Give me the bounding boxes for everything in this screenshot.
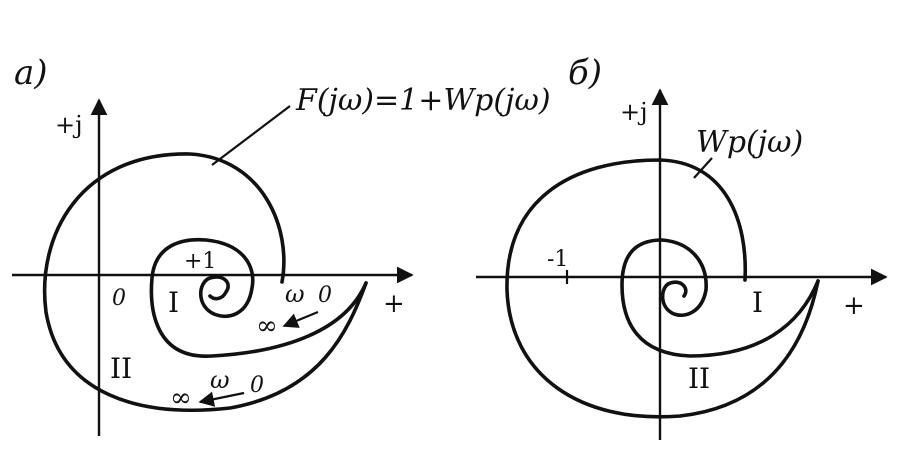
panel-a-omega-outer-zero: 0 [250,373,264,398]
panel-a-real-axis-label: + [383,289,405,319]
panel-a-point-label: +1 [184,249,216,274]
panel-b-curve [620,238,820,358]
panel-a-omega-outer-arrow [198,391,245,407]
panel-b-real-axis-label: + [843,291,865,321]
panel-a-curve-outer [42,152,368,412]
panel-b-curve-outer [505,158,820,419]
panel-a-curve-label: F(jω)=1+Wp(jω) [295,83,551,118]
panel-b-label-leader [693,157,713,179]
panel-b-point-label: -1 [547,247,568,272]
panel-b-imag-axis-label: +j [620,98,648,126]
panel-b-region-II: II [688,362,710,395]
panel-a-omega-outer-infinity: ∞ [170,383,192,413]
panel-a-omega-inner-infinity: ∞ [256,311,278,341]
panel-a-omega-inner: ω [285,280,305,308]
panel-a-region-I: I [168,286,179,319]
panel-a-omega-inner-zero: 0 [318,283,332,308]
panel-a-origin-label: 0 [112,286,126,311]
panel-a: a) +j + F(jω)=1+Wp(jω) +1 0 I II ω 0 ∞ ω… [12,53,551,436]
panel-a-curve [149,237,368,358]
panel-b-region-I: I [752,286,763,319]
panel-a-imag-axis-label: +j [55,111,83,139]
panel-a-label-leader [211,105,291,166]
panel-a-region-II: II [110,352,132,385]
panel-b-curve-label: Wp(jω) [696,125,803,160]
panel-b-label: б) [568,53,602,93]
panel-b: б) +j + -1 Wp(jω) I II [476,53,888,440]
panel-a-omega-inner-arrow [282,310,319,328]
panel-a-omega-outer: ω [210,366,230,394]
panel-a-label: a) [14,53,48,93]
